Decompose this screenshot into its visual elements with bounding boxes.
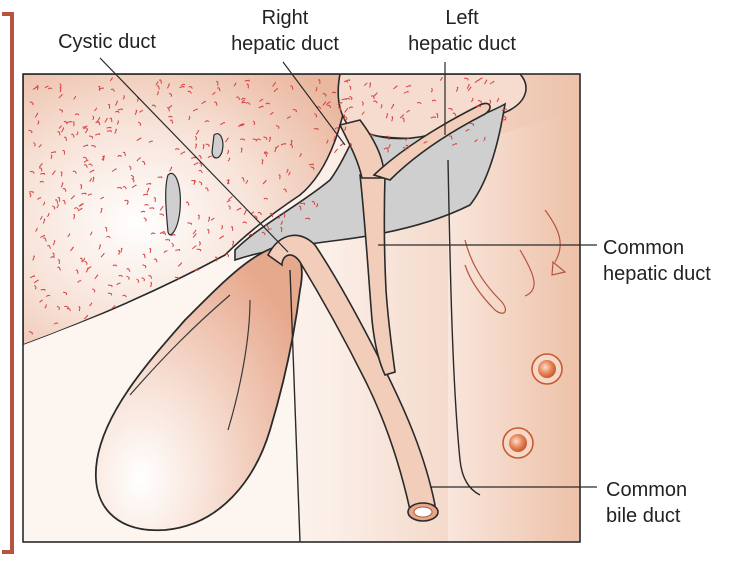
left-hepatic-line-1: Left bbox=[382, 5, 542, 31]
label-left-hepatic-duct: Left hepatic duct bbox=[382, 5, 542, 57]
label-common-bile-duct: Common bile duct bbox=[606, 477, 736, 529]
right-hepatic-line-1: Right bbox=[205, 5, 365, 31]
common-bile-line-2: bile duct bbox=[606, 503, 736, 529]
right-hepatic-line-2: hepatic duct bbox=[205, 31, 365, 57]
label-right-hepatic-duct: Right hepatic duct bbox=[205, 5, 365, 57]
common-hepatic-line-2: hepatic duct bbox=[603, 261, 738, 287]
left-hepatic-line-2: hepatic duct bbox=[382, 31, 542, 57]
bile-duct-lumen bbox=[414, 507, 432, 517]
cystic-duct-text: Cystic duct bbox=[58, 31, 156, 53]
label-cystic-duct: Cystic duct bbox=[22, 29, 192, 55]
common-bile-line-1: Common bbox=[606, 477, 736, 503]
liver-slit-2 bbox=[212, 134, 223, 158]
vessel-upper-core bbox=[538, 360, 556, 378]
vessel-lower-core bbox=[509, 434, 527, 452]
common-hepatic-line-1: Common bbox=[603, 235, 738, 261]
frame-accent bbox=[2, 12, 14, 552]
label-common-hepatic-duct: Common hepatic duct bbox=[603, 235, 738, 287]
